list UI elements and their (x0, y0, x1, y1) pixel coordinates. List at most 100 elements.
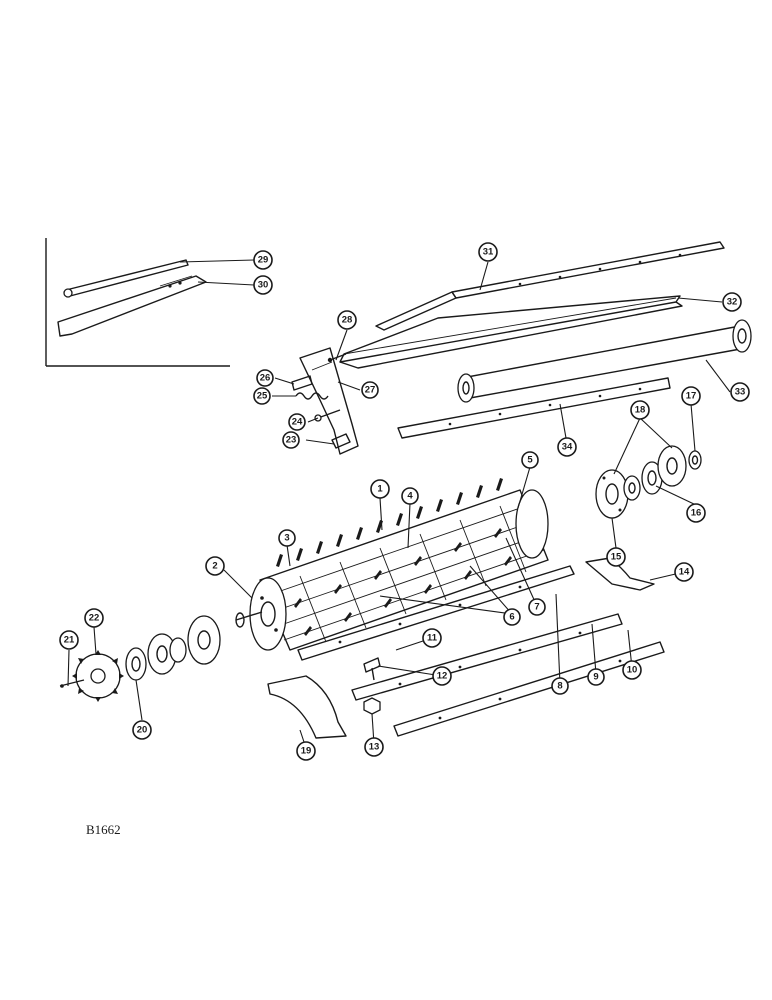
callout-23: 23 (282, 431, 300, 449)
callout-9: 9 (587, 668, 605, 686)
callout-7: 7 (528, 598, 546, 616)
callout-15: 15 (606, 547, 626, 567)
callout-31: 31 (478, 242, 498, 262)
flange-18 (657, 445, 687, 487)
svg-text:10: 10 (627, 665, 638, 676)
main-tube (457, 319, 752, 403)
callout-11: 11 (422, 628, 442, 648)
bearing-insert (623, 475, 641, 501)
svg-text:13: 13 (369, 742, 380, 753)
callout-22: 22 (84, 608, 104, 628)
svg-text:28: 28 (342, 315, 353, 326)
svg-text:27: 27 (365, 385, 376, 396)
bar-11 (297, 565, 575, 661)
callout-27: 27 (361, 381, 379, 399)
svg-text:5: 5 (527, 455, 533, 466)
svg-text:2: 2 (212, 561, 217, 572)
callout-18: 18 (630, 400, 650, 420)
callout-32: 32 (722, 292, 742, 312)
svg-text:15: 15 (611, 552, 622, 563)
svg-text:20: 20 (137, 725, 148, 736)
bearing-flange-left (147, 615, 221, 675)
inset-frame (45, 238, 230, 367)
svg-text:17: 17 (686, 391, 697, 402)
callout-12: 12 (432, 666, 452, 686)
callout-8: 8 (551, 677, 569, 695)
beater-reel (235, 489, 549, 651)
reel-teeth (276, 478, 512, 636)
svg-text:6: 6 (509, 612, 514, 623)
svg-text:9: 9 (593, 672, 598, 683)
svg-text:32: 32 (727, 297, 738, 308)
svg-text:12: 12 (437, 671, 448, 682)
callout-2: 2 (205, 556, 225, 576)
latch-arm (57, 275, 207, 337)
svg-text:22: 22 (89, 613, 100, 624)
small-plate-26 (291, 375, 313, 391)
callout-10: 10 (622, 660, 642, 680)
drawing-number: B1662 (86, 822, 121, 837)
sprocket-22 (72, 650, 124, 702)
callout-28: 28 (337, 310, 357, 330)
svg-text:33: 33 (735, 387, 746, 398)
callout-24: 24 (288, 413, 306, 431)
svg-text:26: 26 (260, 373, 271, 384)
callout-3: 3 (278, 529, 296, 547)
svg-text:16: 16 (691, 508, 702, 519)
svg-text:24: 24 (292, 417, 303, 428)
svg-text:18: 18 (635, 405, 646, 416)
spring-25 (295, 392, 329, 400)
collar-17 (688, 450, 702, 470)
callout-20: 20 (132, 720, 152, 740)
svg-text:34: 34 (562, 442, 573, 453)
bar-10 (393, 641, 665, 737)
leader-lines (67, 259, 731, 749)
stud-28 (327, 353, 347, 363)
callout-5: 5 (521, 451, 539, 469)
nut-23 (331, 433, 351, 449)
svg-text:3: 3 (284, 533, 289, 544)
top-shield (375, 241, 725, 331)
svg-text:7: 7 (534, 602, 539, 613)
svg-text:21: 21 (64, 635, 75, 646)
lower-strip (397, 377, 671, 439)
trough-housing (339, 295, 683, 369)
svg-text:4: 4 (407, 491, 413, 502)
svg-text:11: 11 (427, 633, 438, 644)
hub-20 (125, 647, 147, 681)
callout-25: 25 (253, 387, 271, 405)
callout-1: 1 (370, 479, 390, 499)
svg-text:8: 8 (557, 681, 562, 692)
callout-21: 21 (59, 630, 79, 650)
callout-4: 4 (401, 487, 419, 505)
shield-19 (267, 675, 347, 739)
callout-34-top: 34 (557, 437, 577, 457)
callout-30: 30 (253, 275, 273, 295)
callout-33: 33 (730, 382, 750, 402)
svg-text:1: 1 (377, 484, 383, 495)
key-21 (59, 679, 85, 688)
svg-text:14: 14 (679, 567, 690, 578)
svg-text:31: 31 (483, 247, 494, 258)
callout-14-right: 14 (674, 562, 694, 582)
callout-17: 17 (681, 386, 701, 406)
pivot-rod (63, 259, 189, 298)
nut-13 (363, 697, 381, 715)
svg-text:29: 29 (258, 255, 269, 266)
bolt-12 (363, 657, 381, 681)
callout-29: 29 (253, 250, 273, 270)
svg-text:25: 25 (257, 391, 268, 402)
callout-6: 6 (503, 608, 521, 626)
end-bracket (299, 347, 359, 455)
svg-text:30: 30 (258, 280, 269, 291)
svg-text:23: 23 (286, 435, 297, 446)
callout-16: 16 (686, 503, 706, 523)
bolt-24 (314, 409, 341, 422)
svg-text:19: 19 (301, 746, 312, 757)
callout-26: 26 (256, 369, 274, 387)
callout-13: 13 (364, 737, 384, 757)
flange-15 (595, 469, 629, 519)
callout-19: 19 (296, 741, 316, 761)
bar-8 (351, 613, 623, 701)
